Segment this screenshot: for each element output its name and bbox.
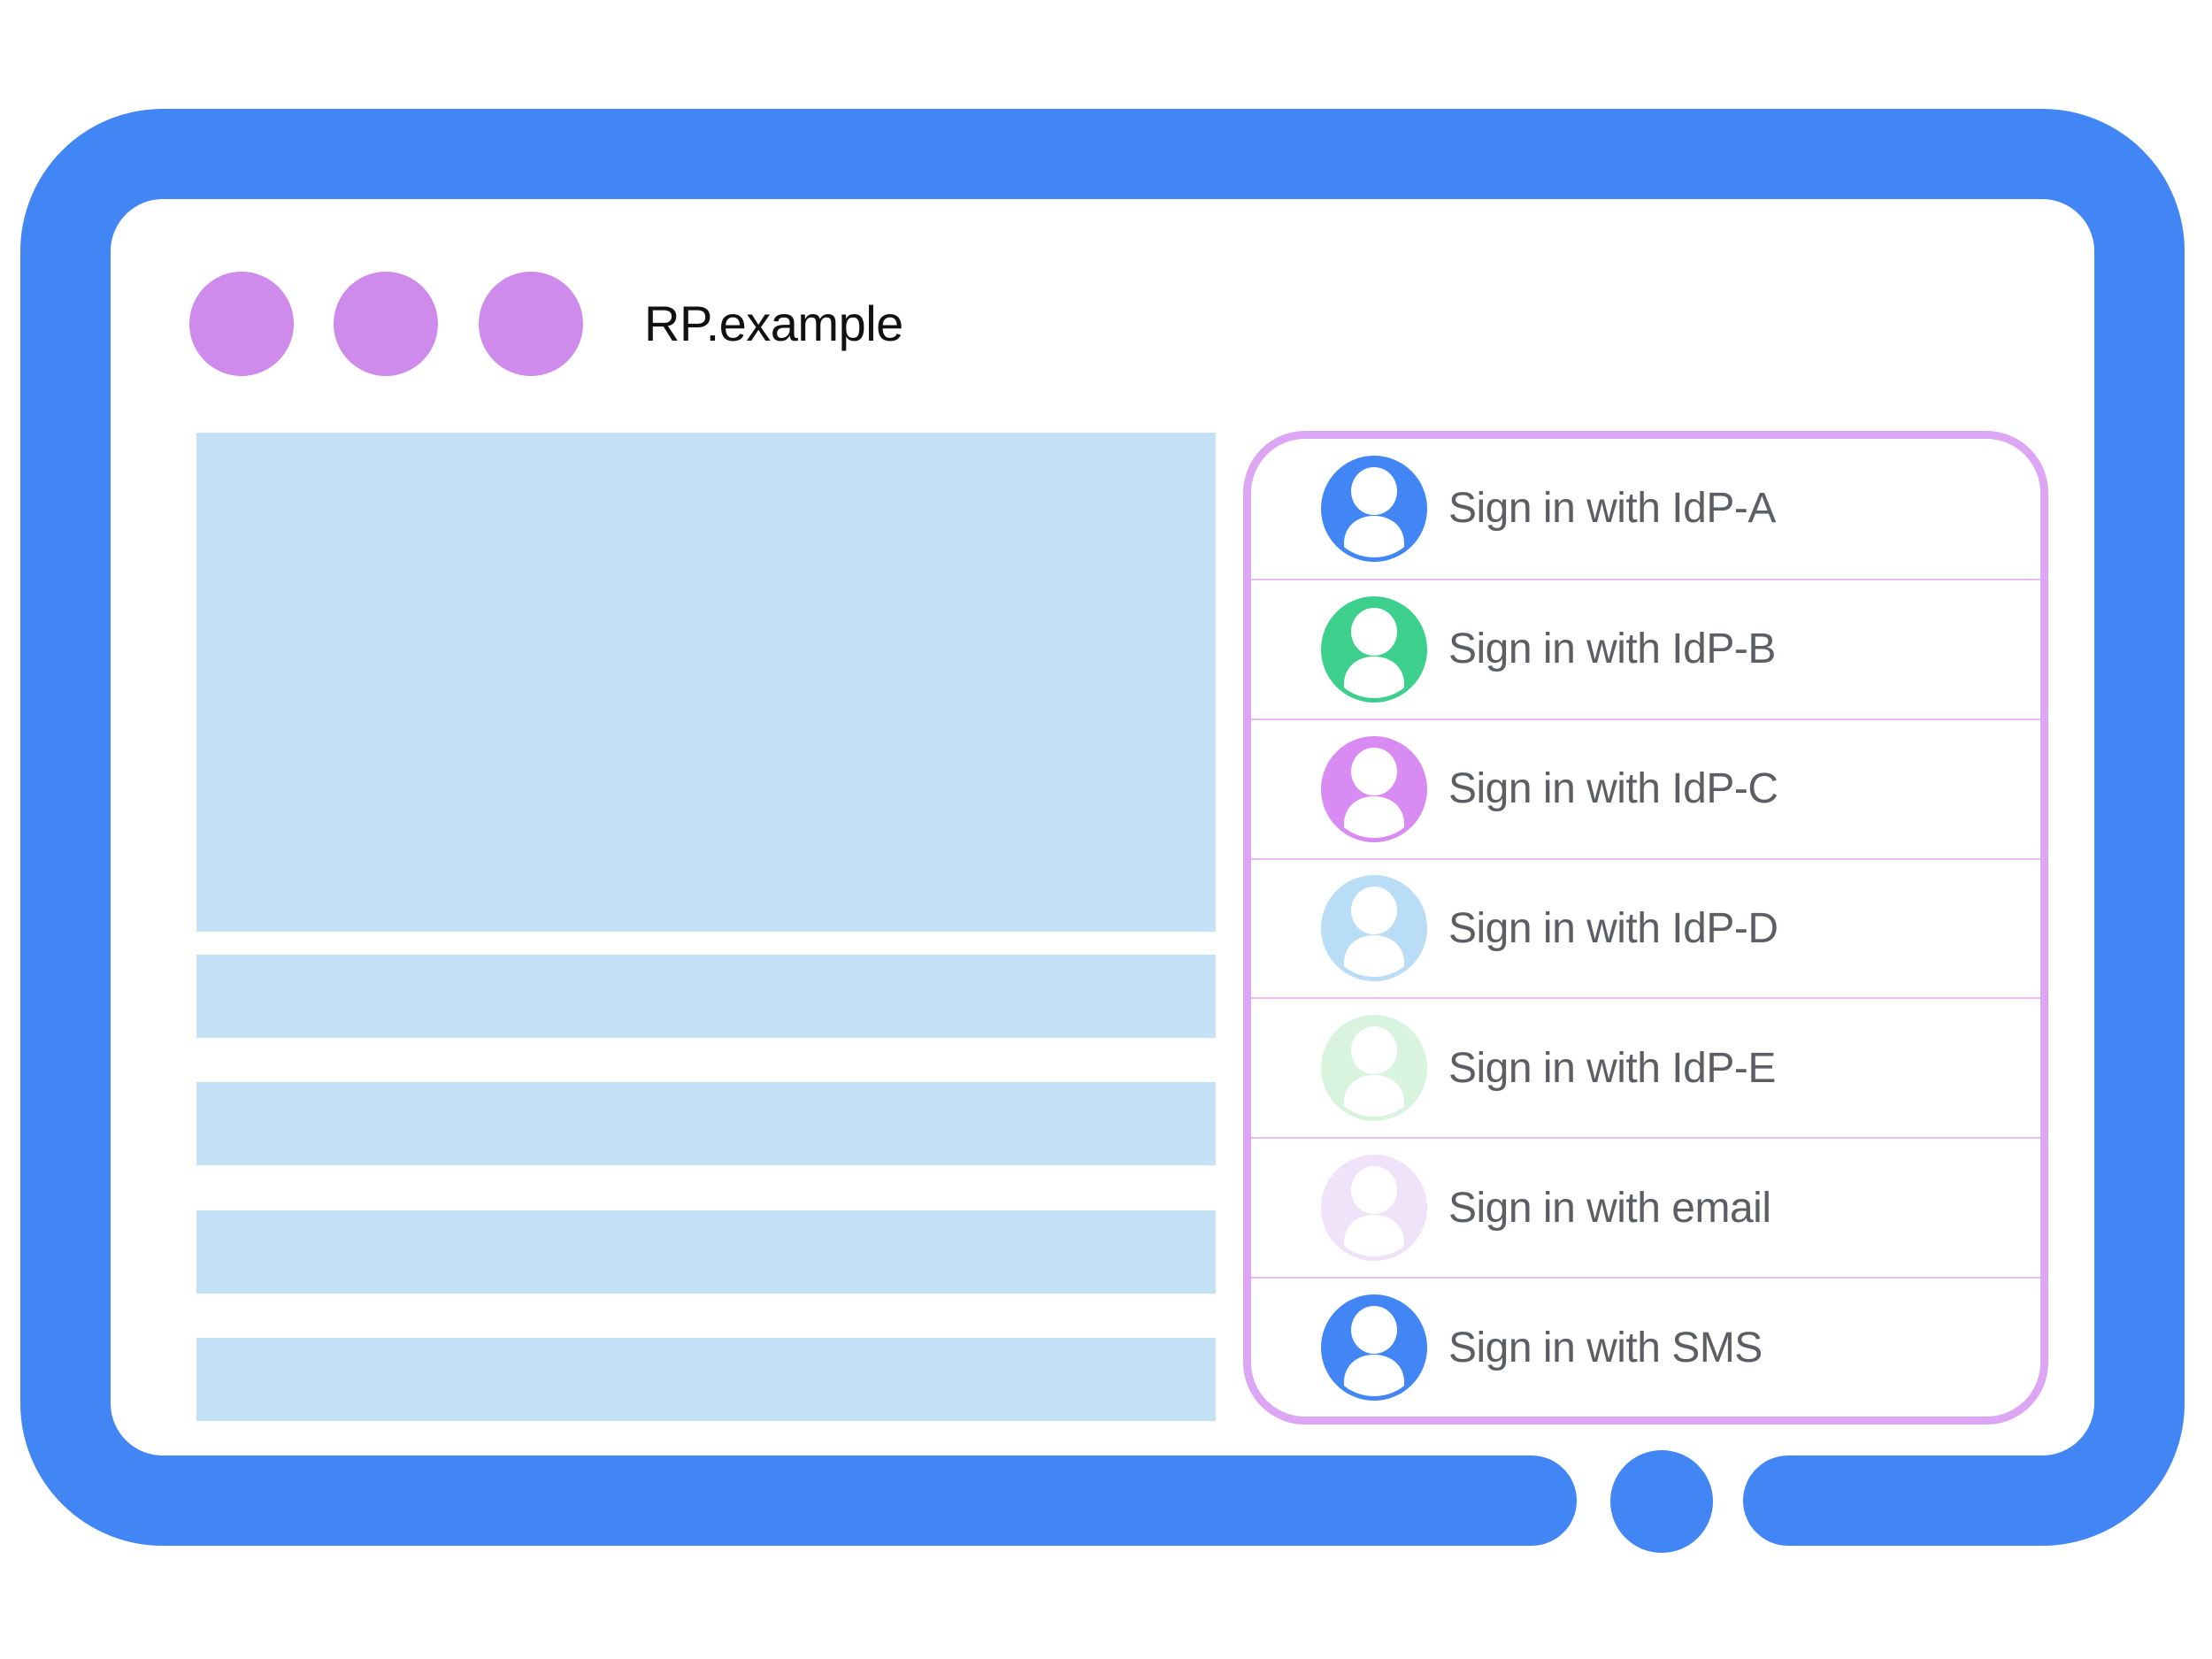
site-url-title: RP.example	[644, 296, 903, 351]
signin-option-idp-a[interactable]: Sign in with IdP-A	[1251, 439, 2040, 579]
frame-border	[20, 109, 2185, 1546]
signin-option-label: Sign in with SMS	[1448, 1324, 1763, 1371]
content-placeholder-line	[196, 1210, 1216, 1294]
window-control-dot	[334, 272, 438, 376]
signin-option-label: Sign in with IdP-E	[1448, 1044, 1776, 1092]
window-control-dot	[479, 272, 583, 376]
signin-option-label: Sign in with email	[1448, 1184, 1771, 1232]
signin-option-idp-c[interactable]: Sign in with IdP-C	[1251, 718, 2040, 858]
user-avatar-icon	[1321, 1015, 1427, 1122]
account-chooser-panel: Sign in with IdP-A Sign in with IdP-B Sign…	[1243, 431, 2048, 1425]
user-avatar-icon	[1321, 875, 1427, 982]
user-avatar-icon	[1321, 1155, 1427, 1262]
home-button-icon	[1610, 1450, 1713, 1553]
signin-option-idp-b[interactable]: Sign in with IdP-B	[1251, 578, 2040, 718]
window-control-dot	[189, 272, 294, 376]
signin-option-idp-d[interactable]: Sign in with IdP-D	[1251, 857, 2040, 998]
signin-option-email[interactable]: Sign in with email	[1251, 1137, 2040, 1277]
signin-option-label: Sign in with IdP-C	[1448, 765, 1778, 813]
signin-option-sms[interactable]: Sign in with SMS	[1251, 1277, 2040, 1417]
signin-option-label: Sign in with IdP-A	[1448, 485, 1776, 533]
content-placeholder-hero	[196, 433, 1216, 932]
content-placeholder-line	[196, 955, 1216, 1038]
content-placeholder-line	[196, 1338, 1216, 1421]
signin-option-idp-e[interactable]: Sign in with IdP-E	[1251, 997, 2040, 1137]
user-avatar-icon	[1321, 1294, 1427, 1402]
content-placeholder-line	[196, 1082, 1216, 1165]
user-avatar-icon	[1321, 735, 1427, 842]
signin-option-label: Sign in with IdP-D	[1448, 904, 1778, 952]
user-avatar-icon	[1321, 455, 1427, 562]
signin-option-label: Sign in with IdP-B	[1448, 626, 1776, 673]
user-avatar-icon	[1321, 595, 1427, 703]
